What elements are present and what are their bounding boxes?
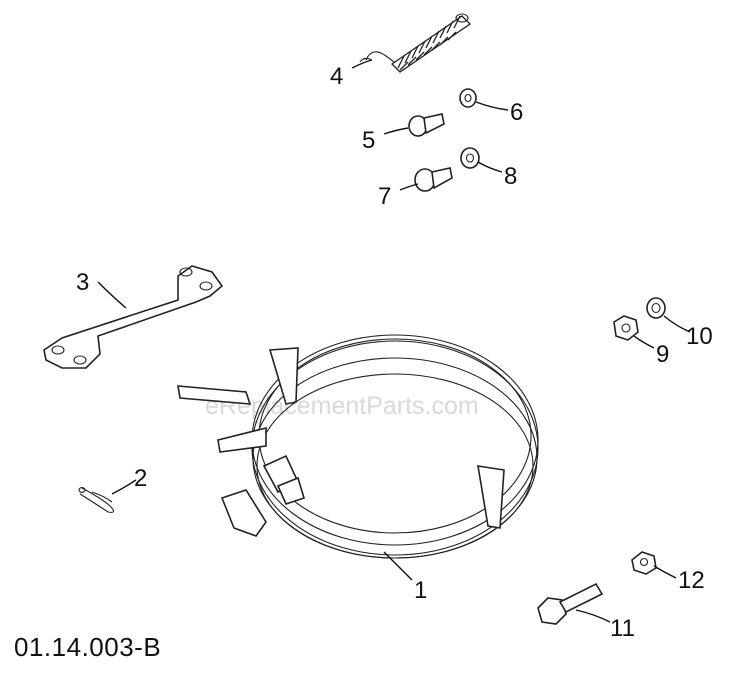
part-6-nut — [459, 88, 477, 108]
callout-7: 7 — [378, 183, 391, 210]
watermark-text: eReplacementParts.com — [205, 392, 479, 420]
callout-10: 10 — [686, 323, 713, 350]
callout-3: 3 — [76, 269, 89, 296]
part-8-nut — [460, 147, 480, 169]
callout-11: 11 — [610, 615, 635, 642]
part-3-link-plate — [43, 265, 224, 369]
part-7-clevis-pin — [414, 167, 453, 192]
callout-6: 6 — [510, 99, 523, 126]
callout-8: 8 — [504, 163, 517, 190]
callout-1: 1 — [414, 577, 427, 604]
part-11-bolt — [537, 582, 604, 625]
callout-5: 5 — [362, 127, 375, 154]
part-4-spring — [359, 13, 472, 73]
part-9-nut — [613, 315, 639, 341]
callout-labels: 4 5 6 7 8 3 2 1 9 10 11 12 — [76, 63, 713, 642]
callout-4: 4 — [330, 63, 343, 90]
part-5-clevis-pin — [408, 113, 445, 137]
callout-12: 12 — [678, 567, 705, 594]
leader-lines — [97, 59, 691, 623]
part-1-cable-harness — [177, 334, 539, 559]
callout-2: 2 — [134, 465, 147, 492]
part-2-hair-pin — [78, 487, 115, 513]
diagram-id-label: 01.14.003-B — [14, 632, 162, 662]
callout-9: 9 — [656, 341, 669, 368]
part-10-washer — [646, 297, 666, 319]
part-12-nut — [631, 551, 657, 575]
